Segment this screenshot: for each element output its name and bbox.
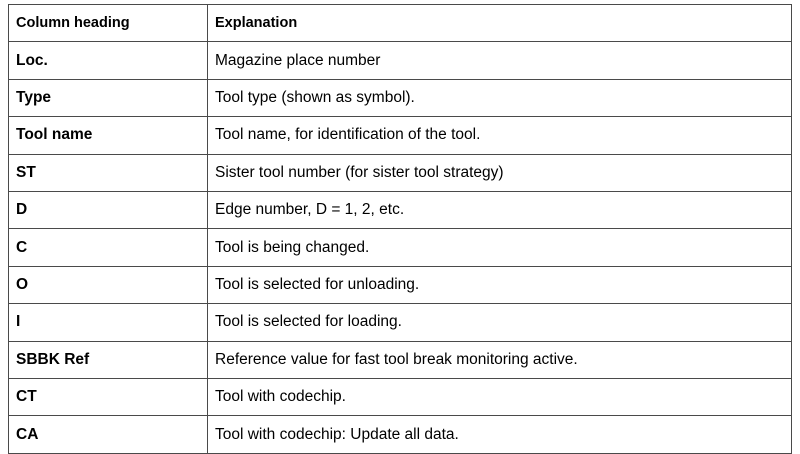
cell-explanation: Sister tool number (for sister tool stra…: [207, 153, 792, 192]
cell-column-heading: O: [8, 265, 208, 305]
tool-column-legend-table: Column heading Explanation Loc.Magazine …: [8, 3, 792, 454]
table-row: Loc.Magazine place number: [8, 41, 792, 80]
cell-explanation: Tool is selected for unloading.: [207, 265, 792, 305]
cell-explanation: Tool with codechip.: [207, 377, 792, 417]
cell-column-heading: C: [8, 228, 208, 267]
cell-explanation: Tool name, for identification of the too…: [207, 116, 792, 155]
column-header-explanation: Explanation: [207, 3, 792, 43]
cell-explanation: Reference value for fast tool break moni…: [207, 340, 792, 379]
legend-table-container: Column heading Explanation Loc.Magazine …: [8, 3, 792, 454]
cell-column-heading: CA: [8, 415, 208, 454]
cell-column-heading: Loc.: [8, 41, 208, 80]
cell-explanation: Tool with codechip: Update all data.: [207, 415, 792, 454]
cell-explanation: Tool is being changed.: [207, 228, 792, 267]
table-header-row: Column heading Explanation: [8, 3, 792, 43]
cell-explanation: Edge number, D = 1, 2, etc.: [207, 190, 792, 230]
cell-column-heading: ST: [8, 153, 208, 192]
cell-column-heading: D: [8, 190, 208, 230]
cell-column-heading: SBBK Ref: [8, 340, 208, 379]
cell-explanation: Magazine place number: [207, 41, 792, 80]
cell-column-heading: CT: [8, 377, 208, 417]
cell-column-heading: Tool name: [8, 116, 208, 155]
cell-explanation: Tool is selected for loading.: [207, 303, 792, 342]
cell-column-heading: I: [8, 303, 208, 342]
cell-column-heading: Type: [8, 78, 208, 118]
column-header-heading: Column heading: [8, 3, 208, 43]
table-header: Column heading Explanation: [8, 3, 792, 43]
cell-explanation: Tool type (shown as symbol).: [207, 78, 792, 118]
